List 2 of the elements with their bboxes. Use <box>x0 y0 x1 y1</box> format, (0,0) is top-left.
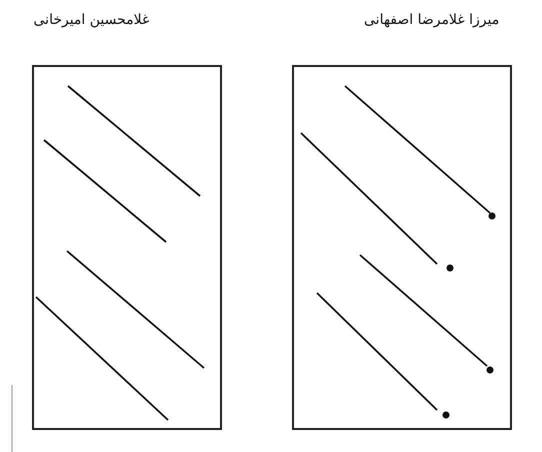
heading: میرزا غلامرضا اصفهانی <box>364 12 500 28</box>
heading: غلامحسین امیرخانی <box>34 12 150 28</box>
